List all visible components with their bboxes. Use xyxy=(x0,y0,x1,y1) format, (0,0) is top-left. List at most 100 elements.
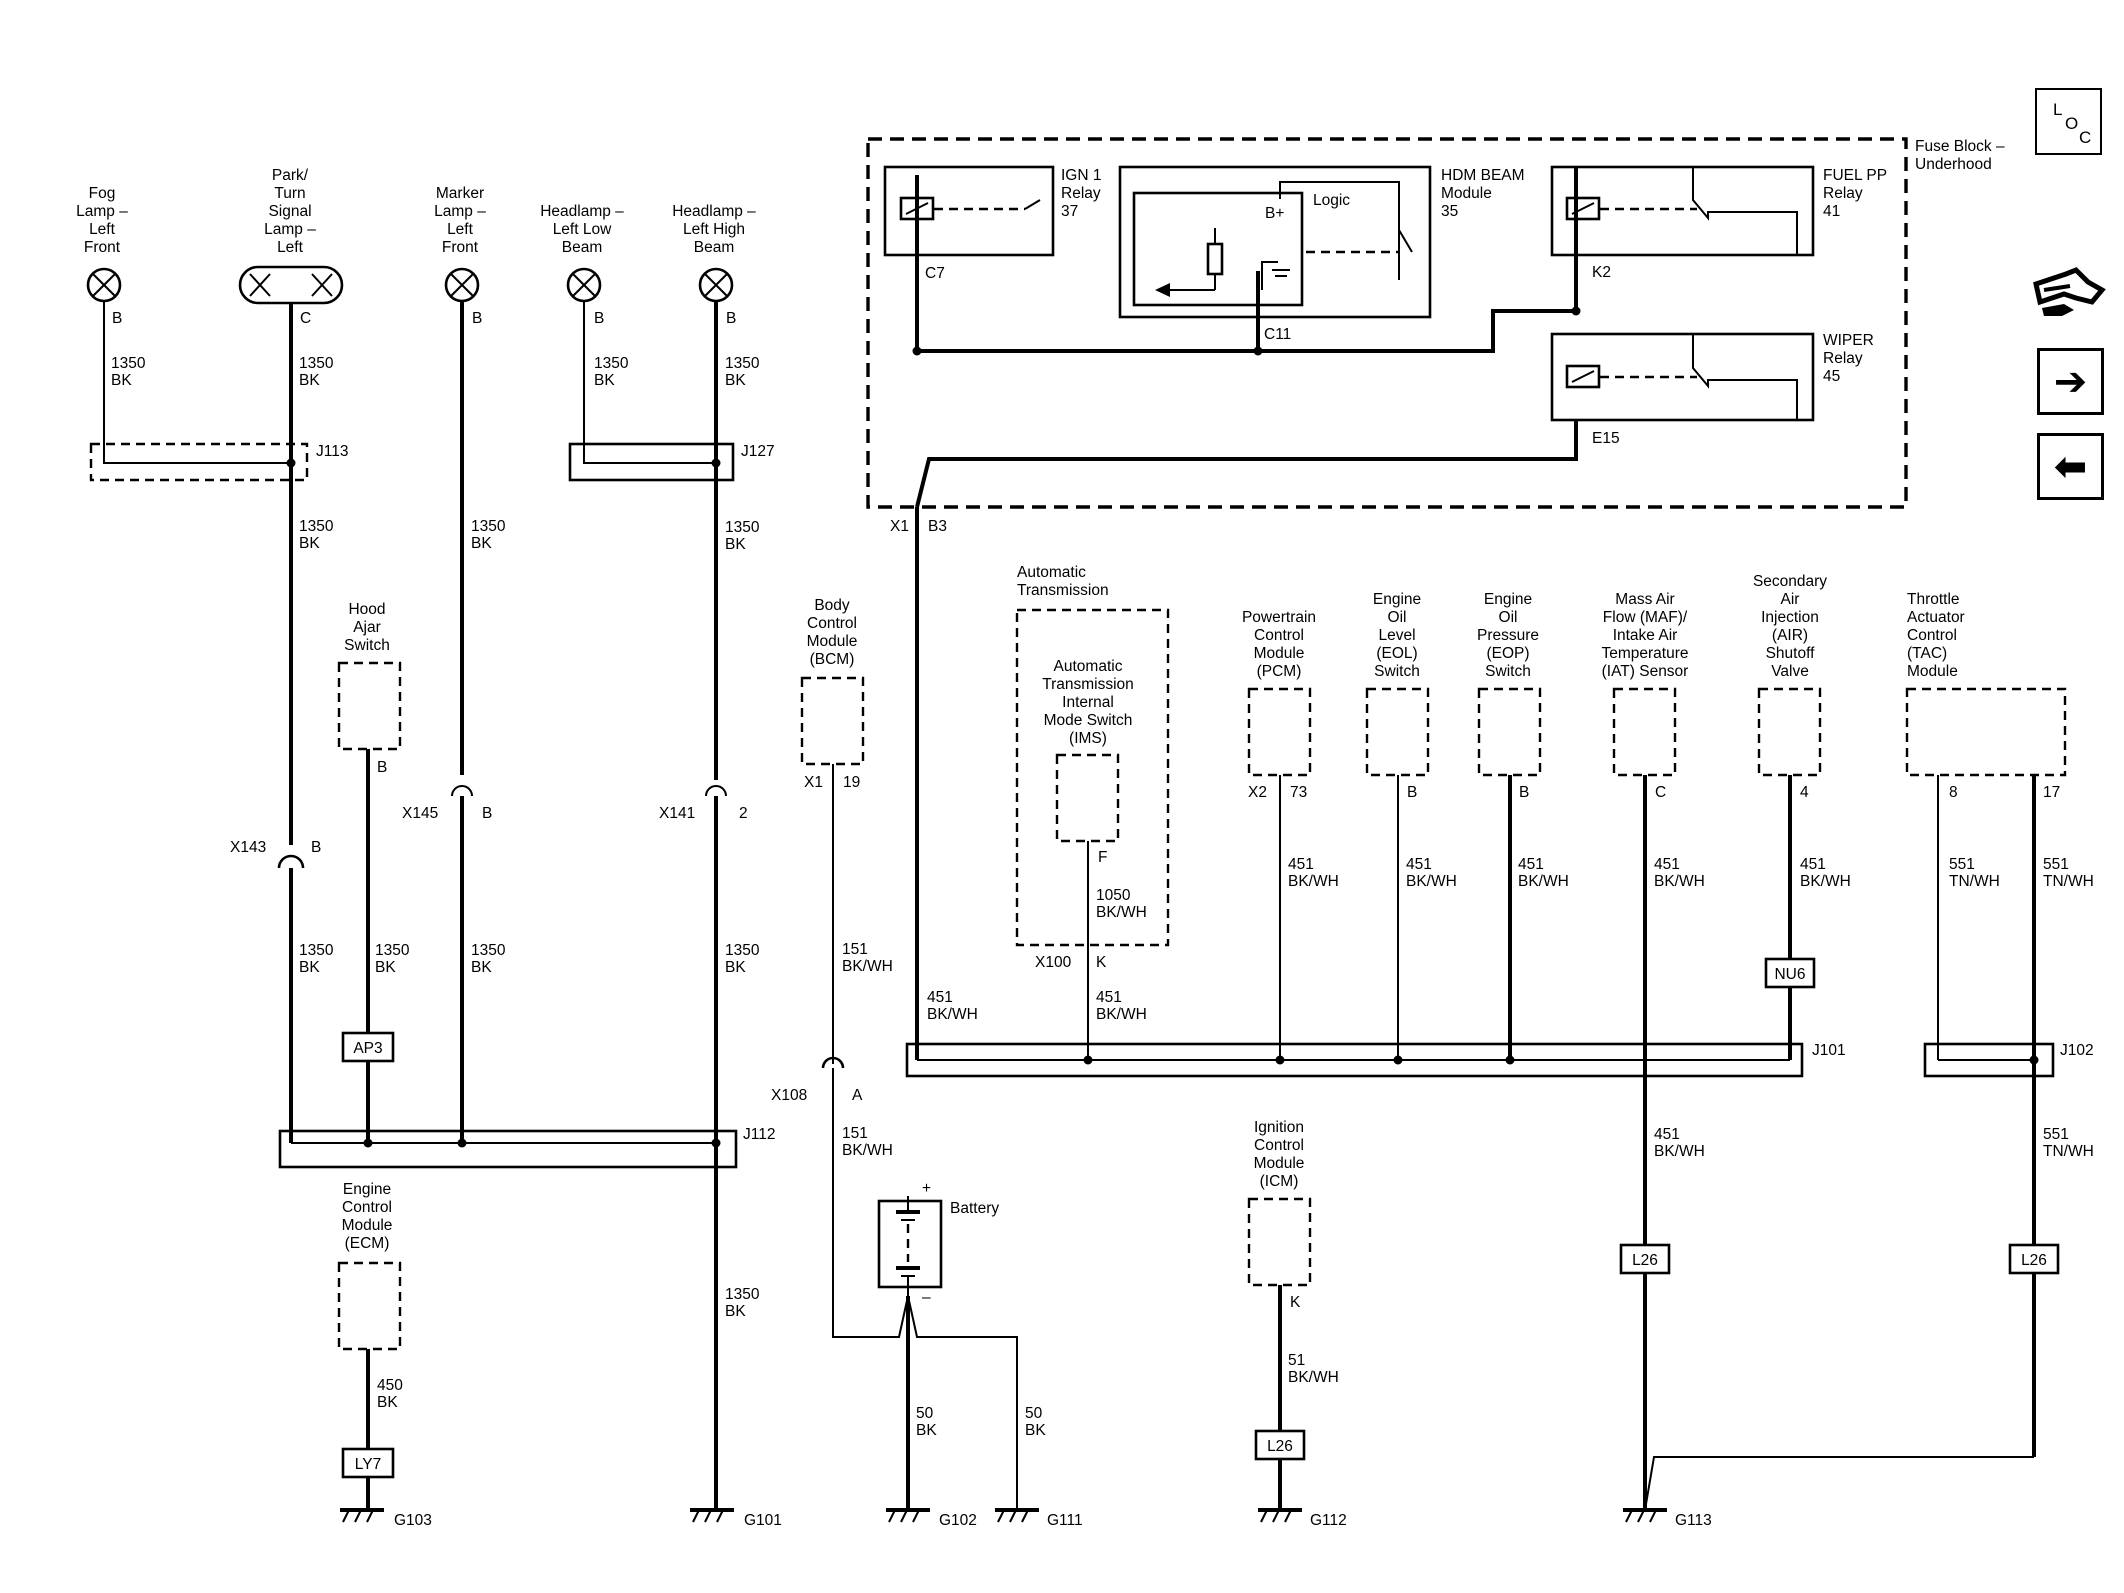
diagram-label: LY7 xyxy=(355,1456,381,1473)
diagram-label: (AIR) xyxy=(1772,627,1808,644)
hdm-terminal: C11 xyxy=(1264,326,1291,343)
battery: Battery + – xyxy=(877,1180,999,1306)
diagram-label: Relay xyxy=(1061,185,1101,202)
wiper-relay: WIPER Relay 45 E15 xyxy=(1550,332,1874,447)
diagram-label: Shutoff xyxy=(1766,645,1816,662)
diagram-label: 1350 xyxy=(299,518,334,535)
diagram-label: Switch xyxy=(344,637,390,654)
diagram-label: Switch xyxy=(1374,663,1420,680)
diagram-label: J101 xyxy=(1812,1042,1846,1059)
diagram-label: B xyxy=(1407,784,1417,801)
diagram-label: 151 xyxy=(842,1125,868,1142)
air-shutoff-valve: Secondary Air Injection (AIR) Shutoff Va… xyxy=(1753,573,1851,890)
diagram-label: Engine xyxy=(1484,591,1532,608)
diagram-label: B xyxy=(377,759,387,776)
diagram-label: Mode Switch xyxy=(1044,712,1133,729)
diagram-label: BK xyxy=(725,959,746,976)
diagram-label: NU6 xyxy=(1774,966,1805,983)
ground-g113: G113 xyxy=(1623,1508,1712,1529)
diagram-label: Front xyxy=(84,239,121,256)
ground-g103: G103 xyxy=(340,1508,432,1529)
diagram-label: Left Low xyxy=(553,221,612,238)
diagram-label: Hood xyxy=(348,601,385,618)
diagram-label: Logic xyxy=(1313,192,1350,209)
park-turn-lamp: Park/ Turn Signal Lamp – Left C 1350 BK xyxy=(238,167,344,389)
diagram-label: BK xyxy=(725,372,746,389)
diagram-label: (ECM) xyxy=(345,1235,390,1252)
ign1-relay: IGN 1 Relay 37 C7 xyxy=(883,165,1101,282)
back-arrow-button[interactable]: ⬅ xyxy=(2037,433,2104,500)
forward-arrow-button[interactable]: ➔ xyxy=(2037,348,2104,415)
tac-module: Throttle Actuator Control (TAC) Module 8… xyxy=(1905,591,2094,890)
diagram-label: (ICM) xyxy=(1260,1173,1299,1190)
diagram-label: 551 xyxy=(1949,856,1975,873)
diagram-label: – xyxy=(922,1289,931,1306)
diagram-label: BK xyxy=(375,959,396,976)
ground-g111: G111 xyxy=(995,1508,1083,1529)
diagram-label: Oil xyxy=(1499,609,1518,626)
diagram-label: + xyxy=(922,1180,931,1197)
diagram-label: G112 xyxy=(1310,1512,1347,1529)
diagram-label: Left xyxy=(277,239,304,256)
diagram-label: WIPER xyxy=(1823,332,1874,349)
diagram-label: Park/ xyxy=(272,167,309,184)
diagram-label: BK/WH xyxy=(1288,1369,1339,1386)
diagram-label: K xyxy=(1290,1294,1301,1311)
arrow-right-icon: ➔ xyxy=(2053,358,2088,405)
diagram-label: L26 xyxy=(2021,1252,2047,1269)
diagram-label: BK/WH xyxy=(1654,873,1705,890)
diagram-label: Module xyxy=(1254,645,1305,662)
diagram-label: X143 xyxy=(230,839,266,856)
diagram-label: 551 xyxy=(2043,856,2069,873)
diagram-label: Body xyxy=(814,597,850,614)
diagram-label: Module xyxy=(1441,185,1492,202)
ign1-terminal: C7 xyxy=(925,265,945,282)
diagram-label: 1350 xyxy=(111,355,146,372)
diagram-label: B xyxy=(472,310,482,327)
diagram-label: 551 xyxy=(2043,1126,2069,1143)
fuse-output-connector: X1 xyxy=(890,518,909,535)
diagram-label: 50 xyxy=(916,1405,934,1422)
diagram-label: 35 xyxy=(1441,203,1458,220)
diagram-label: Module xyxy=(1907,663,1958,680)
diagram-label: 451 xyxy=(1654,856,1680,873)
splice-j101 xyxy=(905,1042,1804,1078)
diagram-label: Actuator xyxy=(1907,609,1965,626)
arrow-left-icon: ⬅ xyxy=(2053,443,2088,490)
diagram-label: TN/WH xyxy=(1949,873,2000,890)
diagram-label: Control xyxy=(342,1199,392,1216)
hdm-beam-module: Logic B+ HDM BEAM Module 35 C11 xyxy=(1118,165,1525,343)
splice-j112 xyxy=(278,1129,738,1169)
diagram-label: Control xyxy=(807,615,857,632)
fuse-block: Fuse Block – Underhood IGN 1 Relay 37 C7… xyxy=(866,137,2005,535)
diagram-label: 17 xyxy=(2043,784,2060,801)
ground-g102: G102 xyxy=(886,1508,977,1529)
ground-g112: G112 xyxy=(1258,1508,1347,1529)
diagram-label: BK/WH xyxy=(927,1006,978,1023)
diagram-label: 1350 xyxy=(594,355,629,372)
option-ap3 xyxy=(341,1031,395,1063)
headlamp-low-beam: Headlamp – Left Low Beam B 1350 BK xyxy=(540,203,629,389)
diagram-label: BK/WH xyxy=(1096,904,1147,921)
diagram-label: Relay xyxy=(1823,350,1863,367)
component-view-icon[interactable] xyxy=(2030,250,2110,330)
diagram-label: BK xyxy=(471,959,492,976)
diagram-label: BK xyxy=(299,959,320,976)
diagram-label: Automatic xyxy=(1054,658,1123,675)
location-button[interactable]: L O C xyxy=(2035,88,2102,155)
diagram-label: J112 xyxy=(743,1126,775,1143)
diagram-label: C xyxy=(300,310,311,327)
diagram-label: Left xyxy=(447,221,474,238)
diagram-label: G113 xyxy=(1675,1512,1712,1529)
diagram-label: BK xyxy=(725,536,746,553)
diagram-label: Turn xyxy=(274,185,305,202)
diagram-label: 451 xyxy=(927,989,953,1006)
diagram-label: 451 xyxy=(1406,856,1432,873)
diagram-label: TN/WH xyxy=(2043,873,2094,890)
diagram-label: IGN 1 xyxy=(1061,167,1101,184)
diagram-label: Lamp – xyxy=(434,203,486,220)
diagram-label: 1350 xyxy=(725,355,760,372)
diagram-label: Control xyxy=(1907,627,1957,644)
ecm: Engine Control Module (ECM) xyxy=(337,1181,402,1351)
diagram-label: Lamp – xyxy=(264,221,316,238)
